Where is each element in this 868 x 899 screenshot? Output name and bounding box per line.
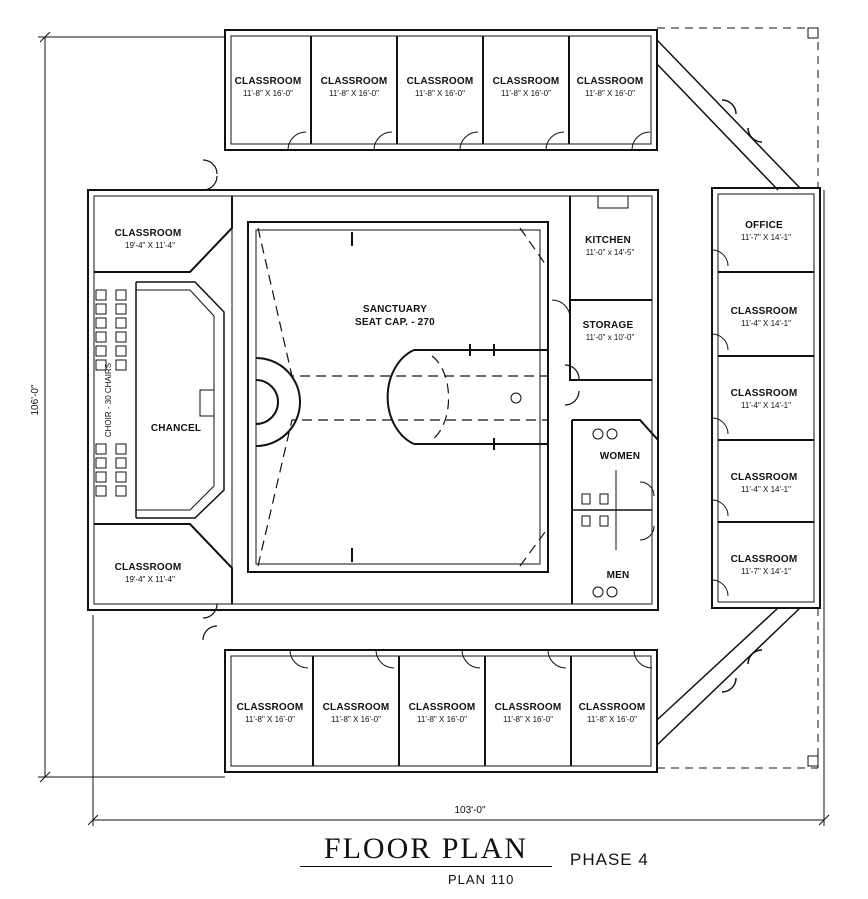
- room-name: OFFICE: [745, 220, 783, 231]
- room-size: 11'-7" X 14'-1": [741, 567, 791, 576]
- choir-chairs: [95, 289, 127, 497]
- left-bottom-classroom-name: CLASSROOM: [115, 562, 182, 573]
- room-size: 11'-4" X 14'-1": [741, 485, 791, 494]
- height-dimension: 106'-0": [30, 384, 41, 415]
- height-dimension-line: [38, 31, 225, 783]
- room-size: 11'-8" X 16'-0": [329, 89, 379, 98]
- room-size: 11'-8" X 16'-0": [243, 89, 293, 98]
- width-dimension-line: [87, 190, 830, 826]
- plan-title: FLOOR PLAN: [300, 832, 552, 867]
- choir-label: CHOIR - 30 CHAIRS: [104, 363, 113, 437]
- left-top-classroom-size: 19'-4" X 11'-4": [125, 241, 175, 250]
- plan-phase: PHASE 4: [570, 850, 649, 869]
- core-room-labels: CLASSROOM 19'-4" X 11'-4" CLASSROOM 19'-…: [104, 228, 640, 584]
- left-rooms-walls: [94, 196, 233, 604]
- room-size: 11'-8" X 16'-0": [417, 715, 467, 724]
- room-name: CLASSROOM: [323, 702, 390, 713]
- sanctuary-capacity: SEAT CAP. - 270: [355, 317, 435, 328]
- room-size: 11'-4" X 14'-1": [741, 319, 791, 328]
- men-restroom-label: MEN: [607, 570, 630, 581]
- room-name: CLASSROOM: [577, 76, 644, 87]
- right-room-labels: OFFICE 11'-7" X 14'-1" CLASSROOM 11'-4" …: [731, 220, 798, 576]
- storage-size: 11'-0" x 10'-0": [586, 333, 635, 342]
- bottom-classroom-labels: CLASSROOM 11'-8" X 16'-0" CLASSROOM 11'-…: [237, 702, 646, 724]
- room-size: 11'-8" X 16'-0": [415, 89, 465, 98]
- room-size: 11'-7" X 14'-1": [741, 233, 791, 242]
- left-bottom-classroom-size: 19'-4" X 11'-4": [125, 575, 175, 584]
- room-name: CLASSROOM: [493, 76, 560, 87]
- room-size: 11'-8" X 16'-0": [331, 715, 381, 724]
- room-name: CLASSROOM: [237, 702, 304, 713]
- future-boundary-dashed: [657, 27, 819, 769]
- room-name: CLASSROOM: [407, 76, 474, 87]
- top-wing-walls: [224, 29, 658, 151]
- room-size: 11'-8" X 16'-0": [501, 89, 551, 98]
- diagonal-corridor-walls: [656, 39, 801, 746]
- room-name: CLASSROOM: [495, 702, 562, 713]
- room-size: 11'-8" X 16'-0": [503, 715, 553, 724]
- room-size: 11'-8" X 16'-0": [245, 715, 295, 724]
- sanctuary-walls: [247, 221, 549, 573]
- floor-plan-drawing: CLASSROOM 11'-8" X 16'-0" CLASSROOM 11'-…: [30, 27, 830, 826]
- right-wing-walls: [711, 187, 821, 609]
- bottom-wing-walls: [224, 649, 658, 773]
- room-name: CLASSROOM: [321, 76, 388, 87]
- restroom-walls: [571, 419, 659, 604]
- dimension-labels: 103'-0" 106'-0": [30, 384, 486, 816]
- storage-label: STORAGE: [583, 320, 634, 331]
- room-size: 11'-8" X 16'-0": [587, 715, 637, 724]
- room-name: CLASSROOM: [731, 554, 798, 565]
- left-top-classroom-name: CLASSROOM: [115, 228, 182, 239]
- chancel-label: CHANCEL: [151, 423, 201, 434]
- width-dimension: 103'-0": [454, 805, 485, 816]
- room-name: CLASSROOM: [731, 388, 798, 399]
- service-rooms-walls: [551, 195, 652, 381]
- kitchen-label: KITCHEN: [585, 235, 631, 246]
- room-name: CLASSROOM: [579, 702, 646, 713]
- top-classroom-labels: CLASSROOM 11'-8" X 16'-0" CLASSROOM 11'-…: [235, 76, 644, 98]
- sanctuary-label: SANCTUARY: [363, 304, 427, 315]
- main-building-walls: [87, 159, 659, 641]
- room-size: 11'-4" X 14'-1": [741, 401, 791, 410]
- room-size: 11'-8" X 16'-0": [585, 89, 635, 98]
- basketball-court-lines: [257, 227, 549, 567]
- room-name: CLASSROOM: [731, 472, 798, 483]
- plan-number: PLAN 110: [448, 872, 515, 887]
- court-center-lines: [255, 232, 548, 562]
- room-name: CLASSROOM: [731, 306, 798, 317]
- women-restroom-label: WOMEN: [600, 451, 640, 462]
- room-name: CLASSROOM: [409, 702, 476, 713]
- kitchen-size: 11'-0" x 14'-5": [586, 248, 635, 257]
- room-name: CLASSROOM: [235, 76, 302, 87]
